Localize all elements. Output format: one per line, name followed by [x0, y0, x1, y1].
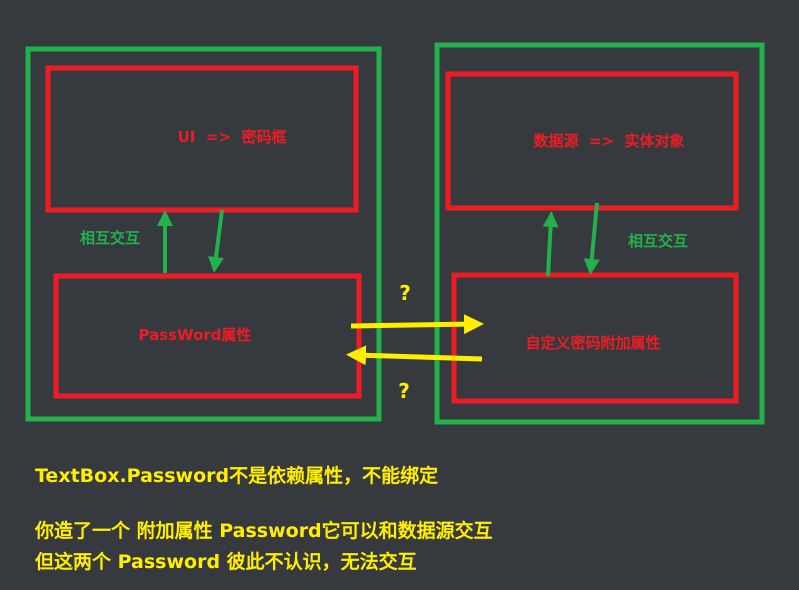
question-mark-top: ?: [399, 281, 411, 305]
cross-left-arrow: [346, 345, 483, 366]
right-group-box: [434, 42, 765, 425]
right-interaction-label: 相互交互: [628, 232, 688, 250]
note-line-3: 但这两个 Password 彼此不认识，无法交互: [35, 550, 417, 573]
right-up-arrow: [542, 211, 559, 277]
left-down-arrow: [208, 209, 224, 273]
password-property-label: PassWord属性: [138, 326, 251, 344]
attached-property-label: 自定义密码附加属性: [525, 334, 660, 352]
password-property-box: [53, 273, 362, 399]
left-interaction-label: 相互交互: [80, 229, 140, 247]
note-line-2: 你造了一个 附加属性 Password它可以和数据源交互: [34, 519, 493, 542]
datasource-box-label: 数据源 => 实体对象: [533, 132, 684, 150]
left-group-box: [25, 46, 382, 422]
question-mark-bottom: ?: [398, 379, 410, 403]
ui-password-box-label: UI => 密码框: [178, 128, 287, 146]
right-down-arrow: [583, 202, 600, 275]
note-line-1: TextBox.Password不是依赖属性，不能绑定: [35, 464, 438, 487]
attached-property-box: [451, 272, 739, 404]
datasource-box: [445, 71, 739, 211]
cross-right-arrow: [350, 314, 484, 335]
ui-password-box: [45, 65, 359, 213]
